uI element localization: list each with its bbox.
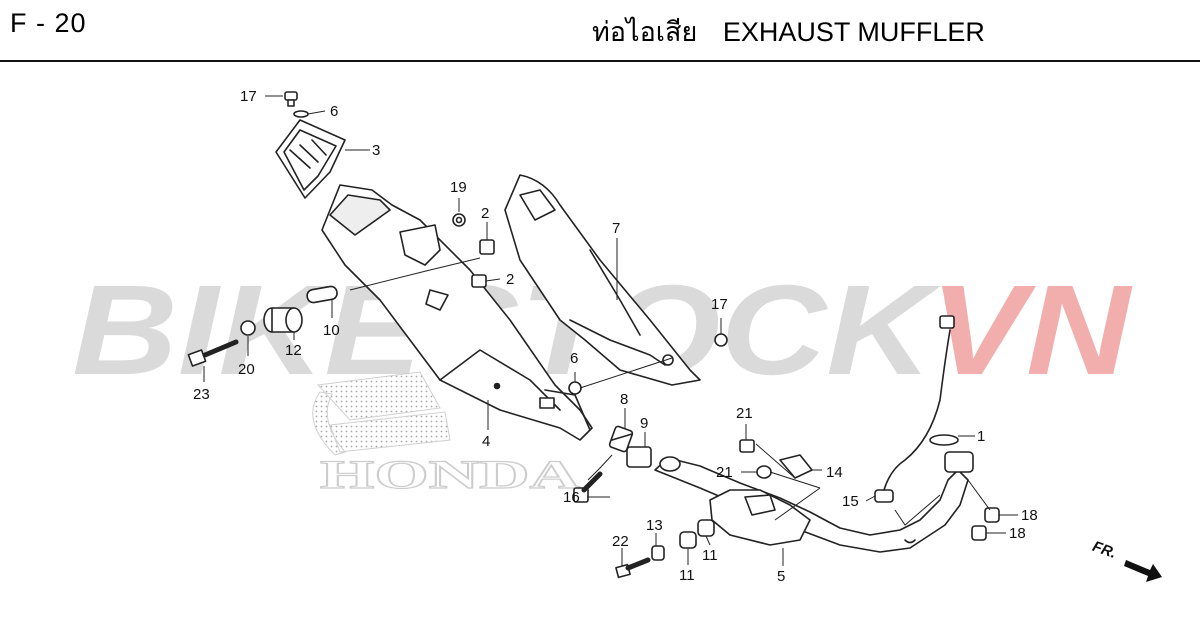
collar-2-lower bbox=[471, 274, 487, 288]
nut-18-lower bbox=[971, 525, 987, 541]
callout-2-lower: 2 bbox=[506, 271, 514, 288]
nut-18-upper bbox=[984, 507, 1000, 523]
callout-6-mid: 6 bbox=[570, 350, 578, 367]
callout-23: 23 bbox=[193, 386, 210, 403]
washer-20 bbox=[240, 320, 256, 336]
callout-3: 3 bbox=[372, 142, 380, 159]
oxygen-sensor-15 bbox=[874, 315, 955, 503]
callout-12: 12 bbox=[285, 342, 302, 359]
washer-6-mid bbox=[568, 381, 582, 395]
callout-19: 19 bbox=[450, 179, 467, 196]
honda-wing-icon bbox=[312, 371, 451, 456]
muffler-body-part bbox=[321, 184, 593, 441]
bolt-23 bbox=[187, 339, 239, 367]
watermark-text-red: VN bbox=[930, 259, 1133, 402]
front-arrow-icon bbox=[1124, 560, 1162, 582]
washer-17-right bbox=[714, 333, 728, 347]
pin-10 bbox=[306, 285, 338, 304]
collar-11-left bbox=[679, 531, 697, 549]
callout-labels: 17 6 3 19 2 2 7 17 6 10 12 20 23 4 8 9 1… bbox=[193, 88, 1038, 585]
callout-7: 7 bbox=[612, 220, 620, 237]
page-title-english: EXHAUST MUFFLER bbox=[722, 17, 985, 47]
page-code: F - 20 bbox=[10, 8, 87, 38]
bolt-16 bbox=[573, 471, 603, 503]
callout-11-left: 11 bbox=[679, 567, 695, 584]
page-title: ท่อไอเสีย EXHAUST MUFFLER bbox=[592, 10, 985, 53]
bracket-8 bbox=[608, 425, 634, 453]
front-direction-label: FR. bbox=[1090, 538, 1119, 562]
leader-lines bbox=[203, 95, 1018, 566]
callout-10: 10 bbox=[323, 322, 340, 339]
bolt-21-upper bbox=[739, 439, 755, 453]
collar-2-upper bbox=[479, 239, 495, 255]
callout-11-right: 11 bbox=[702, 547, 718, 564]
gasket-1 bbox=[929, 434, 959, 446]
callout-22: 22 bbox=[612, 533, 629, 550]
callout-16: 16 bbox=[563, 489, 580, 506]
collar-13 bbox=[651, 545, 665, 561]
honda-logo: HONDA bbox=[312, 371, 581, 498]
exhaust-pipe-part bbox=[654, 451, 974, 553]
callout-14: 14 bbox=[826, 464, 843, 481]
bolt-22 bbox=[615, 557, 651, 579]
washer-6-top bbox=[293, 110, 309, 118]
callout-2-upper: 2 bbox=[481, 205, 489, 222]
callout-6-top: 6 bbox=[330, 103, 338, 120]
heat-guard-part bbox=[504, 174, 701, 386]
callout-4: 4 bbox=[482, 433, 490, 450]
callout-8: 8 bbox=[620, 391, 628, 408]
callout-18-lower: 18 bbox=[1009, 525, 1026, 542]
end-cap-cover-part bbox=[275, 119, 346, 199]
callout-21-lower: 21 bbox=[716, 464, 733, 481]
gasket-9 bbox=[626, 446, 652, 468]
callout-17-right: 17 bbox=[711, 296, 728, 313]
front-direction-marker: FR. bbox=[1090, 538, 1162, 582]
callout-9: 9 bbox=[640, 415, 648, 432]
bolt-21-lower bbox=[756, 465, 772, 479]
callout-15: 15 bbox=[842, 493, 859, 510]
callout-18-upper: 18 bbox=[1021, 507, 1038, 524]
clip-14 bbox=[779, 454, 813, 479]
collar-11-right bbox=[697, 519, 715, 537]
honda-logo-text: HONDA bbox=[320, 452, 580, 497]
grommet-12 bbox=[263, 307, 303, 333]
callout-21-upper: 21 bbox=[736, 405, 753, 422]
callout-20: 20 bbox=[238, 361, 255, 378]
callout-13: 13 bbox=[646, 517, 663, 534]
screw-17-top bbox=[284, 91, 298, 107]
callout-17-top: 17 bbox=[240, 88, 257, 105]
callout-5: 5 bbox=[777, 568, 785, 585]
header-divider bbox=[0, 60, 1200, 62]
callout-1: 1 bbox=[977, 428, 985, 445]
page-title-thai: ท่อไอเสีย bbox=[592, 17, 698, 47]
